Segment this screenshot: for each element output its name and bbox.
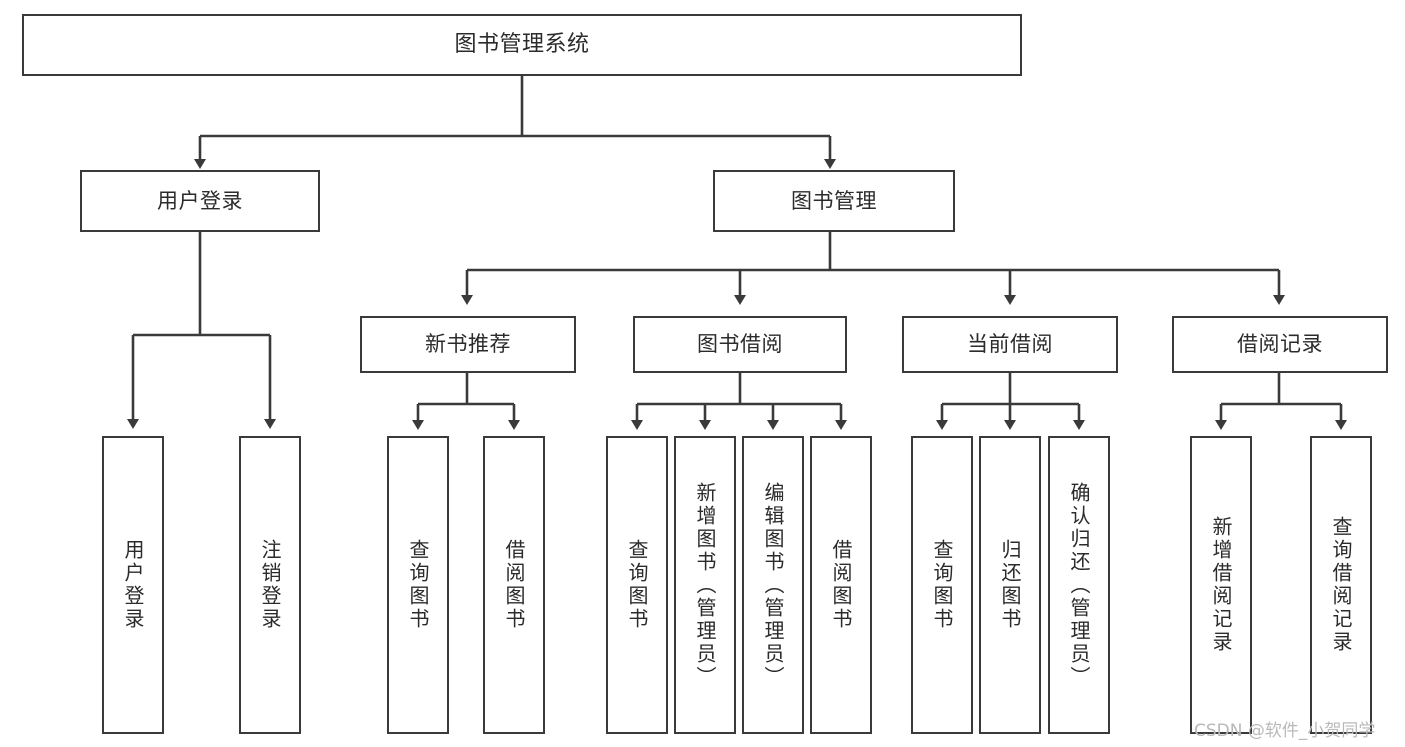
node-label: 归还图书 [998, 539, 1022, 631]
leaf-new-book-borrow-book[interactable]: 借阅图书 [483, 436, 545, 734]
leaf-user-login-logout[interactable]: 注销登录 [239, 436, 301, 734]
node-label: 查询图书 [406, 539, 430, 631]
leaf-book-borrow-query-book[interactable]: 查询图书 [606, 436, 668, 734]
node-label: 借阅图书 [829, 539, 853, 631]
leaf-book-borrow-edit-book-admin[interactable]: 编辑图书（管理员） [742, 436, 804, 734]
node-label: 编辑图书（管理员） [761, 481, 785, 689]
node-label: 新增借阅记录 [1209, 516, 1233, 654]
node-label: 借阅记录 [1237, 332, 1323, 357]
leaf-borrow-record-add-record[interactable]: 新增借阅记录 [1190, 436, 1252, 734]
node-label: 用户登录 [157, 188, 243, 213]
node-borrow-record[interactable]: 借阅记录 [1172, 316, 1388, 373]
node-label: 新书推荐 [425, 332, 511, 357]
node-label: 图书管理系统 [454, 31, 590, 57]
node-label: 查询借阅记录 [1329, 516, 1353, 654]
leaf-borrow-record-query-record[interactable]: 查询借阅记录 [1310, 436, 1372, 734]
leaf-new-book-query-book[interactable]: 查询图书 [387, 436, 449, 734]
node-label: 查询图书 [625, 539, 649, 631]
node-book-borrow[interactable]: 图书借阅 [633, 316, 847, 373]
csdn-watermark: CSDN @软件_小贺同学 [1194, 721, 1376, 741]
leaf-current-borrow-confirm-return-admin[interactable]: 确认归还（管理员） [1048, 436, 1110, 734]
node-label: 当前借阅 [967, 332, 1053, 357]
node-label: 借阅图书 [502, 539, 526, 631]
node-label: 图书管理 [791, 188, 877, 213]
leaf-current-borrow-return-book[interactable]: 归还图书 [979, 436, 1041, 734]
node-book-management[interactable]: 图书管理 [713, 170, 955, 232]
node-label: 查询图书 [930, 539, 954, 631]
node-current-borrow[interactable]: 当前借阅 [902, 316, 1118, 373]
node-user-login[interactable]: 用户登录 [80, 170, 320, 232]
leaf-book-borrow-add-book-admin[interactable]: 新增图书（管理员） [674, 436, 736, 734]
node-label: 确认归还（管理员） [1067, 481, 1091, 689]
leaf-current-borrow-query-book[interactable]: 查询图书 [911, 436, 973, 734]
leaf-book-borrow-borrow-book[interactable]: 借阅图书 [810, 436, 872, 734]
node-label: 新增图书（管理员） [693, 481, 717, 689]
node-label: 注销登录 [258, 539, 282, 631]
node-new-book-recommend[interactable]: 新书推荐 [360, 316, 576, 373]
node-root-book-management-system[interactable]: 图书管理系统 [22, 14, 1022, 76]
leaf-user-login-login[interactable]: 用户登录 [102, 436, 164, 734]
node-label: 图书借阅 [697, 332, 783, 357]
node-label: 用户登录 [121, 539, 145, 631]
